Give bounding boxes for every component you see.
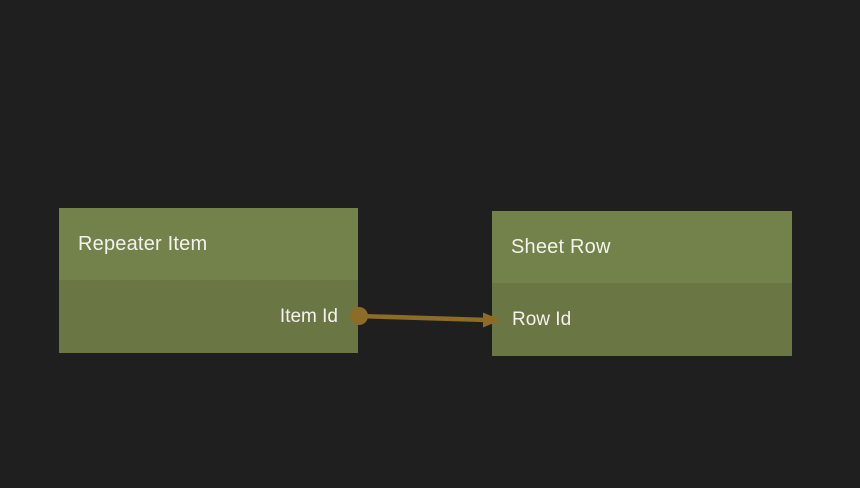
node-repeater-item[interactable]: Repeater Item Item Id	[59, 208, 358, 353]
connection-line[interactable]	[358, 313, 488, 323]
node-header: Sheet Row	[492, 211, 792, 283]
node-title: Repeater Item	[78, 232, 208, 255]
node-title: Sheet Row	[511, 235, 611, 258]
field-item-id[interactable]: Item Id	[279, 305, 338, 327]
output-port-icon[interactable]	[350, 307, 368, 325]
node-body: Row Id	[492, 283, 792, 356]
field-row-id[interactable]: Row Id	[512, 308, 572, 330]
node-header: Repeater Item	[59, 208, 358, 280]
node-body: Item Id	[59, 280, 358, 353]
arrowhead-icon	[483, 312, 501, 328]
node-sheet-row[interactable]: Sheet Row Row Id	[492, 211, 792, 356]
